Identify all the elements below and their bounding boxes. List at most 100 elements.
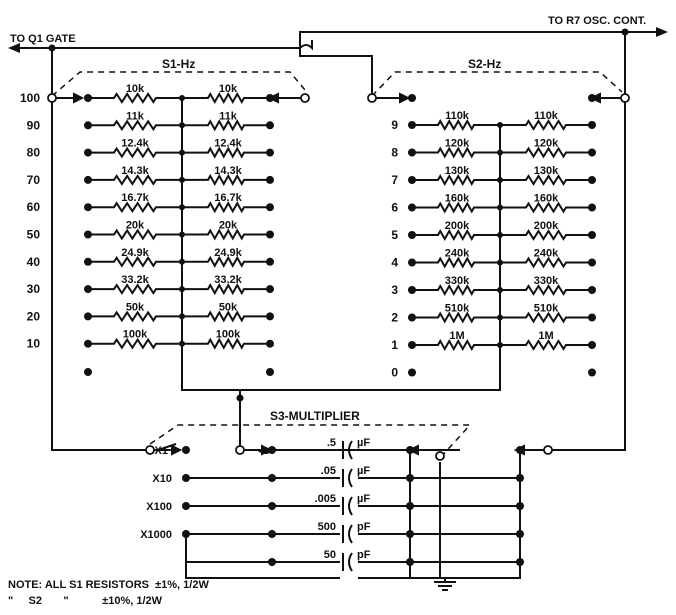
s3-out-contact xyxy=(516,446,524,454)
s1-resistor-right-label: 11k xyxy=(219,110,238,122)
s3-cap-contact-right xyxy=(406,530,414,538)
capacitor-plate xyxy=(348,468,353,488)
s1-resistor-right-label: 10k xyxy=(219,83,238,95)
s1-resistor-left-label: 50k xyxy=(126,301,145,313)
s1-resistor-left xyxy=(88,228,182,241)
note-line-1: NOTE: ALL S1 RESISTORS ±1%, 1/2W xyxy=(8,579,209,591)
s1-position-label: 70 xyxy=(27,173,41,187)
s2-contact-right xyxy=(588,94,596,102)
s1-position-label: 90 xyxy=(27,118,41,132)
s2-resistor-left xyxy=(412,311,500,324)
s3-out-contact xyxy=(516,502,524,510)
s1-resistor-right xyxy=(182,255,270,268)
s1-resistor-left-label: 16.7k xyxy=(121,192,149,204)
s1-contact-right xyxy=(266,368,274,376)
s1-resistor-left xyxy=(88,337,182,350)
s2-resistor-right-label: 330k xyxy=(534,275,559,287)
s1-position-label: 40 xyxy=(27,255,41,269)
s2-resistor-right xyxy=(500,119,592,131)
s3-cap-contact-left xyxy=(268,474,276,482)
s3-cap-contact-left xyxy=(268,530,276,538)
s3-mult-contact xyxy=(182,446,190,454)
s1-bus-junction xyxy=(179,258,185,265)
s2-resistor-right xyxy=(500,339,592,351)
s1-bus-junction xyxy=(179,313,185,320)
s3-out-contact xyxy=(516,474,524,482)
capacitor-unit: pF xyxy=(357,549,371,561)
s2-resistor-right-label: 200k xyxy=(534,220,559,232)
s1-bus-junction xyxy=(179,231,185,238)
s2-resistor-left xyxy=(412,201,500,214)
capacitor-plate xyxy=(348,496,353,516)
capacitor-value: .5 xyxy=(327,437,336,449)
s2-contact-left xyxy=(408,94,416,102)
s1-resistor-left xyxy=(88,92,182,104)
s2-resistor-left xyxy=(412,338,500,352)
s1-resistor-right xyxy=(182,173,270,186)
capacitor-value: 50 xyxy=(324,549,336,561)
s1-resistor-right xyxy=(182,146,270,159)
s2-position-label: 4 xyxy=(391,256,398,270)
wiring xyxy=(20,31,660,591)
s2-position-label: 9 xyxy=(391,118,398,132)
s1-position-label: 60 xyxy=(27,200,41,214)
capacitor-value: .05 xyxy=(321,465,336,477)
s1-bus-junction xyxy=(179,149,185,156)
s3-mult-contact xyxy=(182,502,190,510)
s1-resistor-left xyxy=(88,174,182,186)
s2-bus-junction xyxy=(497,232,503,238)
s2-resistor-right xyxy=(500,146,592,159)
s1-resistor-right-label: 12.4k xyxy=(214,138,242,150)
s2-resistor-right xyxy=(500,311,592,324)
capacitor-unit: µF xyxy=(357,493,370,505)
s3-cap-contact-left xyxy=(268,446,276,454)
s1-resistor-left-label: 11k xyxy=(126,110,145,122)
junction-dots xyxy=(8,27,668,402)
s1-position-label: 50 xyxy=(27,228,41,242)
s1-resistor-left-label: 14.3k xyxy=(121,165,149,177)
s2-resistor-left-label: 510k xyxy=(445,303,470,315)
s2-resistor-right-label: 240k xyxy=(534,248,559,260)
s2-resistor-right xyxy=(500,256,592,269)
s1-resistor-left xyxy=(88,255,182,268)
s2-resistor-left xyxy=(412,118,500,132)
s1-resistor-left xyxy=(88,310,182,323)
s2-resistor-right xyxy=(500,229,592,241)
s3-multiplier-label: X100 xyxy=(146,501,172,513)
s3-cap-contact-right xyxy=(406,446,414,454)
s1-bus-junction xyxy=(179,286,185,293)
s1-resistor-right-label: 100k xyxy=(216,329,241,341)
s2-title: S2-Hz xyxy=(468,57,501,71)
s2-resistor-right-label: 110k xyxy=(534,110,559,122)
s2-resistor-left-label: 120k xyxy=(445,138,470,150)
capacitor-plate xyxy=(348,440,353,460)
s1-resistor-right-label: 50k xyxy=(219,301,238,313)
s2-resistor-left-label: 240k xyxy=(445,248,470,260)
s1-bus-junction xyxy=(179,176,185,183)
s2-position-label: 0 xyxy=(391,366,398,380)
capacitor-unit: µF xyxy=(357,437,370,449)
s3-cap-contact-right xyxy=(406,474,414,482)
s2-bus-junction xyxy=(497,149,503,156)
s1-resistor-right xyxy=(182,228,270,241)
s3-title: S3-MULTIPLIER xyxy=(270,409,360,423)
s2-position-label: 7 xyxy=(391,173,398,187)
s1-position-label: 10 xyxy=(27,337,41,351)
capacitor-unit: pF xyxy=(357,521,371,533)
s2-resistor-left xyxy=(412,256,500,269)
s2-bus-junction xyxy=(497,122,503,128)
s2-position-label: 5 xyxy=(391,228,398,242)
s2-contact-right xyxy=(588,368,596,377)
to-r7-osc-label: TO R7 OSC. CONT. xyxy=(548,15,646,27)
s1-resistor-right xyxy=(182,337,270,350)
s3-cap-contact-right xyxy=(406,502,414,510)
s2-position-label: 2 xyxy=(391,311,398,325)
s2-resistor-right-label: 1M xyxy=(538,330,553,342)
s2-resistor-right-label: 510k xyxy=(534,303,559,315)
s1-resistor-left-label: 12.4k xyxy=(121,138,149,150)
s2-resistor-right-label: 130k xyxy=(534,165,559,177)
s1-resistor-right-label: 24.9k xyxy=(214,247,242,259)
